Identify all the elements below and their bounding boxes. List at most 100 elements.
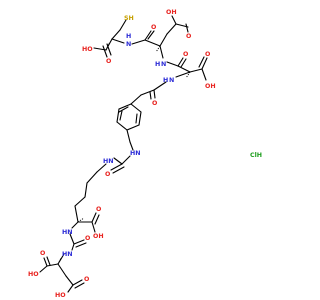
atom-label-asp2-side-o: O <box>205 51 211 58</box>
bond <box>153 89 156 99</box>
bond <box>67 284 74 293</box>
bond <box>149 91 152 100</box>
bond <box>129 141 134 151</box>
bond <box>130 94 142 105</box>
atom-label-asp2-side-oh: OH <box>205 83 216 90</box>
atom-label-cys-acid: HO <box>82 46 93 53</box>
bond <box>96 163 107 173</box>
atom-label-urea2-nh-a: HN <box>62 229 73 236</box>
bond <box>121 155 131 165</box>
bond <box>177 57 184 67</box>
bond <box>113 157 123 165</box>
bond <box>94 214 100 225</box>
bond <box>111 29 121 40</box>
bond <box>130 103 142 113</box>
bond <box>153 81 167 91</box>
bond <box>84 182 88 198</box>
bond <box>201 57 208 70</box>
stereo-bond <box>155 45 161 53</box>
atom-label-cys-nh-h: H <box>126 33 131 40</box>
bond <box>118 106 129 113</box>
bond <box>69 233 75 245</box>
bond <box>175 71 191 78</box>
bond <box>46 256 51 266</box>
bond <box>126 124 140 131</box>
bond <box>39 265 48 273</box>
bond <box>105 38 113 51</box>
bond <box>75 242 87 248</box>
atom-label-asp1-o: O <box>151 24 157 31</box>
atom-label-thiol: SH <box>124 15 134 22</box>
molecule-diagram: SH HO O N H O OH O N H O OH O N H O HN O… <box>28 9 262 299</box>
atom-label-urea2-nh-b: HN <box>62 251 73 258</box>
atom-label-asp1-side-oh: OH <box>166 9 177 16</box>
atom-label-asp2-nh: N <box>169 77 174 84</box>
atom-label-layer: SH HO O N H O OH O N H O OH O N H O HN O… <box>28 9 262 299</box>
bond <box>159 33 168 47</box>
bond <box>106 43 112 56</box>
atom-label-lys-acid-o: O <box>96 206 102 213</box>
bond <box>185 23 189 33</box>
bond-layer <box>39 15 208 293</box>
bond <box>201 68 207 81</box>
bond <box>131 39 146 45</box>
bond <box>126 129 131 143</box>
bond <box>159 45 164 59</box>
atom-label-urea1-nh-a: HN <box>130 150 141 157</box>
atom-label-asp2-nh-h: H <box>163 77 168 84</box>
bond <box>73 239 85 245</box>
atom-label-glu-side-ho: HO <box>55 292 66 299</box>
bond <box>138 111 142 126</box>
bond <box>74 282 85 289</box>
bond <box>177 65 191 73</box>
bond <box>116 108 120 123</box>
bond <box>110 163 123 171</box>
atom-label-lys-acid-oh: OH <box>93 233 104 240</box>
bond <box>46 263 59 267</box>
bond <box>91 212 97 223</box>
bond <box>166 23 177 35</box>
bond <box>118 103 132 110</box>
bond <box>71 243 75 251</box>
bond <box>175 23 189 28</box>
bond <box>140 89 155 96</box>
atom-label-urea2-o: O <box>85 235 91 242</box>
atom-label-urea1-o: O <box>105 171 111 178</box>
atom-label-salt: ClH <box>250 152 262 159</box>
bond <box>57 263 67 277</box>
atom-label-glu-acid-ho: HO <box>28 271 39 278</box>
bond <box>147 30 155 40</box>
bond <box>86 171 98 184</box>
bond <box>116 121 128 131</box>
bond <box>72 279 83 286</box>
bond <box>144 30 152 41</box>
bond <box>74 205 79 223</box>
atom-label-cys-carbonyl-o: O <box>106 58 112 65</box>
stereo-bond <box>77 217 85 223</box>
bond <box>65 275 74 286</box>
stereo-bond <box>57 257 62 265</box>
atom-label-urea1-nh-b: HN <box>103 158 114 165</box>
bond <box>93 47 107 51</box>
atom-label-cys-nh: N <box>126 41 131 48</box>
bond <box>91 221 96 233</box>
bond <box>74 196 86 207</box>
bond <box>119 19 127 31</box>
bond <box>180 58 187 68</box>
atom-label-glu-acid-o: O <box>40 250 46 257</box>
bond <box>119 110 123 121</box>
atom-label-acyl-o: O <box>152 100 158 107</box>
atom-label-asp1-side-o: O <box>186 33 192 40</box>
bond <box>135 113 138 124</box>
bond <box>166 61 179 67</box>
bond <box>144 39 161 47</box>
bond <box>43 257 48 267</box>
atom-label-glu-side-o: O <box>84 276 90 283</box>
bond <box>111 38 125 44</box>
bond <box>189 68 203 73</box>
atom-label-asp2-o: O <box>183 51 189 58</box>
atom-label-asp1-nh: N <box>161 61 166 68</box>
bond <box>198 56 205 68</box>
bond <box>112 166 125 174</box>
atom-label-asp1-nh-h: H <box>155 61 160 68</box>
